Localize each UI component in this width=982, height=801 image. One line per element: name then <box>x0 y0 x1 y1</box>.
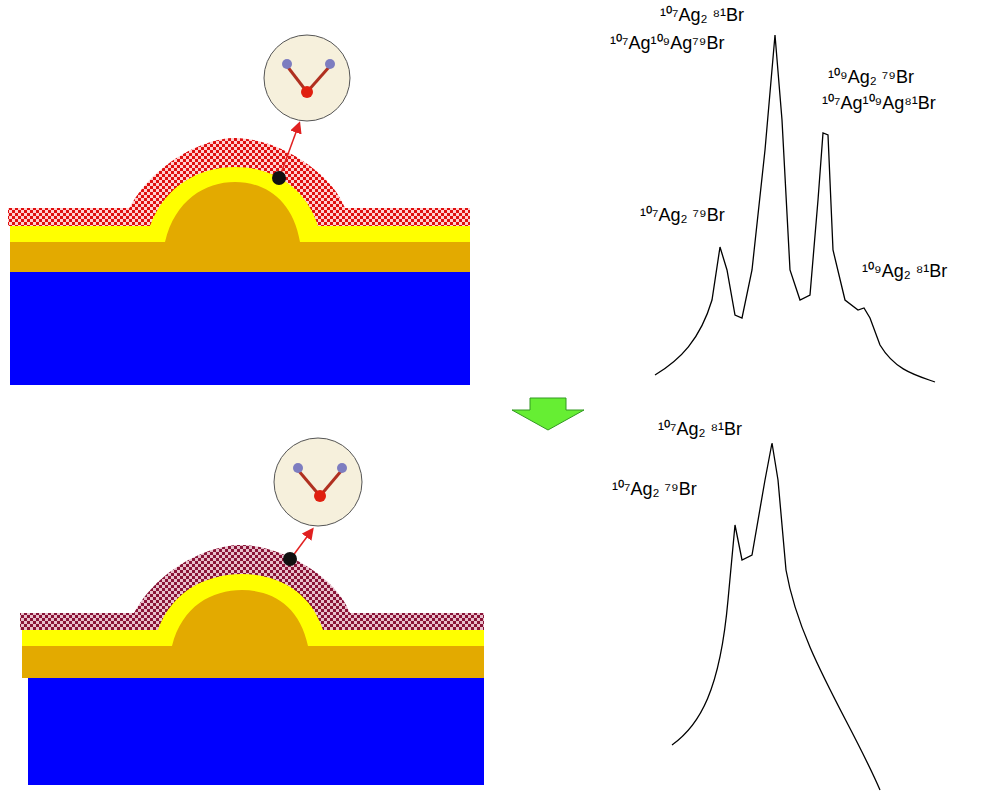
peak-label: ¹⁰⁷Ag₂ ⁸¹Br <box>658 420 742 440</box>
peak-label: ¹⁰⁷Ag¹⁰⁹Ag⁸¹Br <box>822 94 936 114</box>
peak-label: ¹⁰⁷Ag₂ ⁷⁹Br <box>640 206 725 226</box>
cross-section-bottom <box>20 438 484 785</box>
peak-label: ¹⁰⁷Ag₂ ⁸¹Br <box>660 6 744 26</box>
peak-label: ¹⁰⁹Ag₂ ⁷⁹Br <box>828 68 914 88</box>
process-arrow <box>512 398 584 430</box>
cross-section-top <box>8 35 470 385</box>
peak-label: ¹⁰⁷Ag¹⁰⁹Ag⁷⁹Br <box>610 34 724 54</box>
mass-spectrum-bottom <box>672 443 880 790</box>
peak-label: ¹⁰⁷Ag₂ ⁷⁹Br <box>612 480 697 500</box>
peak-label: ¹⁰⁹Ag₂ ⁸¹Br <box>862 262 947 282</box>
